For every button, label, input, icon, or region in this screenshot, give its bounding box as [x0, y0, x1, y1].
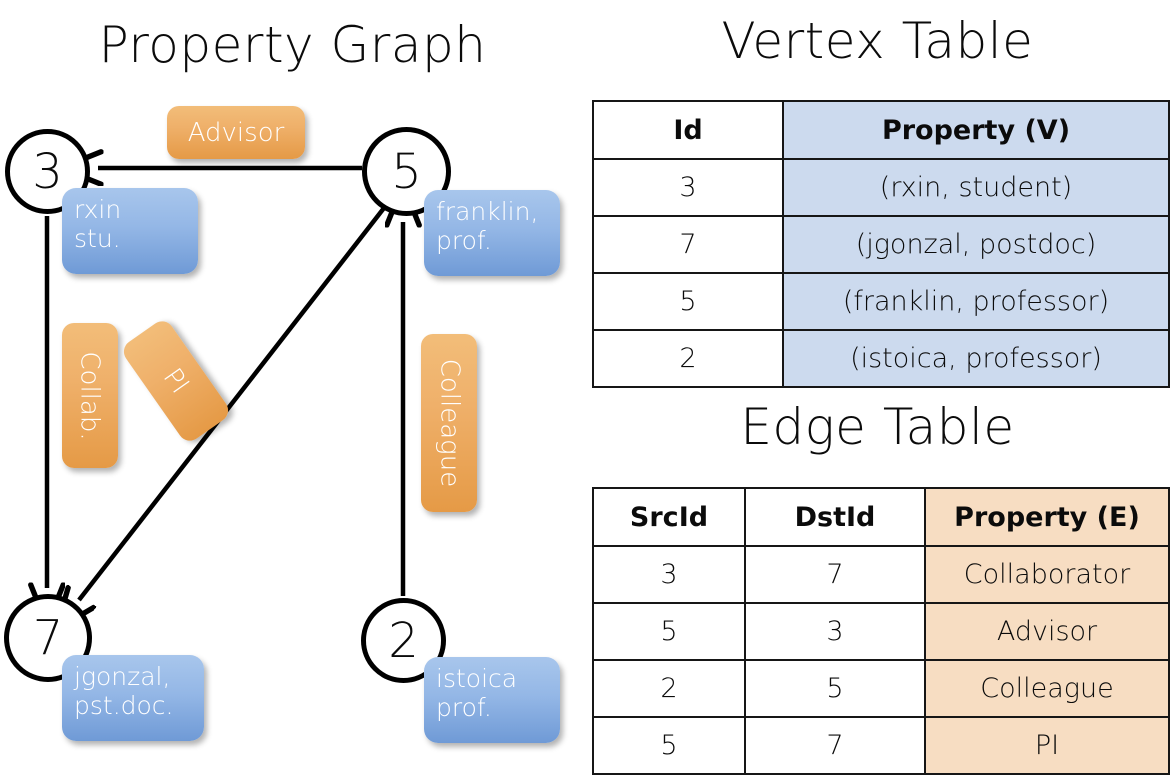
- edge-label-colleague[interactable]: Colleague: [421, 334, 477, 512]
- table-row[interactable]: 7 (jgonzal, postdoc): [592, 215, 1170, 274]
- vertex-property-box-5-line1: franklin,: [436, 197, 539, 226]
- edge-cell-property: PI: [924, 716, 1170, 775]
- vertex-cell-property: (franklin, professor): [782, 272, 1170, 331]
- edge-cell-srcid: 3: [592, 545, 746, 604]
- edge-cell-srcid: 5: [592, 602, 746, 661]
- edge-cell-dstid: 5: [744, 659, 926, 718]
- edge-label-pi-text: PI: [157, 362, 195, 400]
- graph-node-5-label: 5: [391, 143, 422, 200]
- vertex-property-box-5-line2: prof.: [436, 225, 492, 255]
- table-row[interactable]: 2 (istoica, professor): [592, 329, 1170, 388]
- vertex-cell-id: 7: [592, 215, 784, 274]
- edge-label-advisor-text: Advisor: [187, 117, 285, 148]
- vertex-cell-id: 5: [592, 272, 784, 331]
- edge-table: SrcId DstId Property (E) 3 7 Collaborato…: [592, 487, 1170, 775]
- vertex-property-box-7-line1: jgonzal,: [74, 662, 171, 691]
- table-row[interactable]: 2 5 Colleague: [592, 659, 1170, 718]
- vertex-property-box-5[interactable]: franklin, prof.: [424, 190, 560, 276]
- property-graph-diagram: 3 5 7 2 rxin stu. franklin, prof. jgonza…: [0, 0, 585, 760]
- table-row[interactable]: 5 7 PI: [592, 716, 1170, 775]
- table-row[interactable]: 5 (franklin, professor): [592, 272, 1170, 331]
- edge-label-collab-text: Collab.: [75, 350, 105, 441]
- edge-cell-property: Colleague: [924, 659, 1170, 718]
- table-row[interactable]: 5 3 Advisor: [592, 602, 1170, 661]
- edge-label-colleague-text: Colleague: [434, 358, 465, 488]
- graph-node-7-label: 7: [32, 610, 64, 666]
- vertex-cell-id: 2: [592, 329, 784, 388]
- vertex-property-box-2-line2: prof.: [436, 692, 492, 722]
- edge-cell-dstid: 7: [744, 716, 926, 775]
- vertex-property-box-3-line1: rxin: [74, 195, 122, 224]
- vertex-cell-id: 3: [592, 158, 784, 217]
- edge-table-header-property: Property (E): [924, 487, 1170, 547]
- graph-node-2[interactable]: 2: [361, 598, 446, 683]
- vertex-property-box-3-line2: stu.: [74, 223, 121, 253]
- graph-node-2-label: 2: [388, 612, 419, 669]
- vertex-cell-property: (rxin, student): [782, 158, 1170, 217]
- edge-cell-srcid: 5: [592, 716, 746, 775]
- edge-cell-property: Collaborator: [924, 545, 1170, 604]
- vertex-cell-property: (jgonzal, postdoc): [782, 215, 1170, 274]
- graph-node-3-label: 3: [32, 143, 63, 200]
- vertex-table: Id Property (V) 3 (rxin, student) 7 (jgo…: [592, 100, 1170, 388]
- graph-edge-arrows: [0, 0, 585, 760]
- edge-arrow-5-to-7: [79, 206, 386, 600]
- vertex-property-box-7-line2: pst.doc.: [74, 690, 174, 720]
- vertex-cell-property: (istoica, professor): [782, 329, 1170, 388]
- vertex-property-box-2-line1: istoica: [436, 664, 518, 693]
- vertex-property-box-3[interactable]: rxin stu.: [62, 188, 198, 274]
- edge-cell-dstid: 7: [744, 545, 926, 604]
- table-row[interactable]: 3 7 Collaborator: [592, 545, 1170, 604]
- vertex-property-box-7[interactable]: jgonzal, pst.doc.: [62, 655, 204, 741]
- page-title-vertex-table: Vertex Table: [721, 12, 1034, 70]
- page-title-edge-table: Edge Table: [740, 398, 1015, 456]
- edge-table-header-row: SrcId DstId Property (E): [592, 487, 1170, 547]
- vertex-property-box-2[interactable]: istoica prof.: [424, 657, 560, 743]
- edge-cell-property: Advisor: [924, 602, 1170, 661]
- edge-cell-srcid: 2: [592, 659, 746, 718]
- edge-label-advisor[interactable]: Advisor: [167, 106, 305, 159]
- edge-table-header-srcid: SrcId: [592, 487, 746, 547]
- edge-table-header-dstid: DstId: [744, 487, 926, 547]
- page-title-property-graph: Property Graph: [98, 16, 487, 74]
- vertex-table-header-id: Id: [592, 100, 784, 160]
- edge-label-collab[interactable]: Collab.: [62, 323, 118, 468]
- edge-cell-dstid: 3: [744, 602, 926, 661]
- vertex-table-header-row: Id Property (V): [592, 100, 1170, 160]
- vertex-table-header-property: Property (V): [782, 100, 1170, 160]
- table-row[interactable]: 3 (rxin, student): [592, 158, 1170, 217]
